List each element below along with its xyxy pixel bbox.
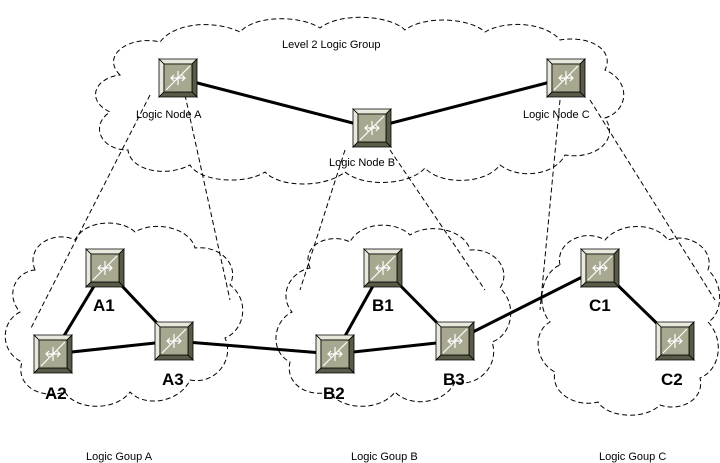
switch-lb-atm-switch-icon[interactable] <box>352 108 392 148</box>
link-a3-b2 <box>173 339 336 356</box>
logic-node-b-label: Logic Node B <box>329 157 395 169</box>
switch-a2-atm-switch-icon[interactable] <box>33 334 73 374</box>
switch-la-atm-switch-icon[interactable] <box>158 58 198 98</box>
level2-cloud <box>95 16 625 185</box>
switch-a1-label: A1 <box>93 296 115 315</box>
link-b3-c1 <box>454 266 601 343</box>
link-b2-b3 <box>334 339 456 356</box>
link-lb-lc <box>371 76 567 130</box>
switch-b3-atm-switch-icon[interactable] <box>435 321 475 361</box>
switch-a3-atm-switch-icon[interactable] <box>154 321 194 361</box>
group-b-label: Logic Goup B <box>351 451 418 463</box>
switch-a1-atm-switch-icon[interactable] <box>85 248 125 288</box>
projection-lines <box>29 94 716 331</box>
switch-c1-label: C1 <box>589 296 611 315</box>
logic-node-c-label: Logic Node C <box>523 109 590 121</box>
switches <box>33 58 695 374</box>
logic-node-a-label: Logic Node A <box>136 109 202 121</box>
link-a2-a3 <box>52 339 175 356</box>
switch-c1-atm-switch-icon[interactable] <box>580 248 620 288</box>
switch-b2-label: B2 <box>323 384 345 403</box>
switch-a3-label: A3 <box>162 370 184 389</box>
link-la-lb <box>177 76 373 130</box>
group-a-label: Logic Goup A <box>86 451 153 463</box>
switch-b1-atm-switch-icon[interactable] <box>363 248 403 288</box>
switch-c2-label: C2 <box>661 370 683 389</box>
group-c-cloud <box>537 226 720 416</box>
group-c-label: Logic Goup C <box>599 451 666 463</box>
switch-lc-atm-switch-icon[interactable] <box>546 58 586 98</box>
switch-b3-label: B3 <box>443 370 465 389</box>
level2-title: Level 2 Logic Group <box>282 39 380 51</box>
group-a-cloud <box>4 222 244 407</box>
switch-b1-label: B1 <box>372 296 394 315</box>
switch-b2-atm-switch-icon[interactable] <box>315 334 355 374</box>
switch-c2-atm-switch-icon[interactable] <box>655 321 695 361</box>
switch-a2-label: A2 <box>45 384 67 403</box>
